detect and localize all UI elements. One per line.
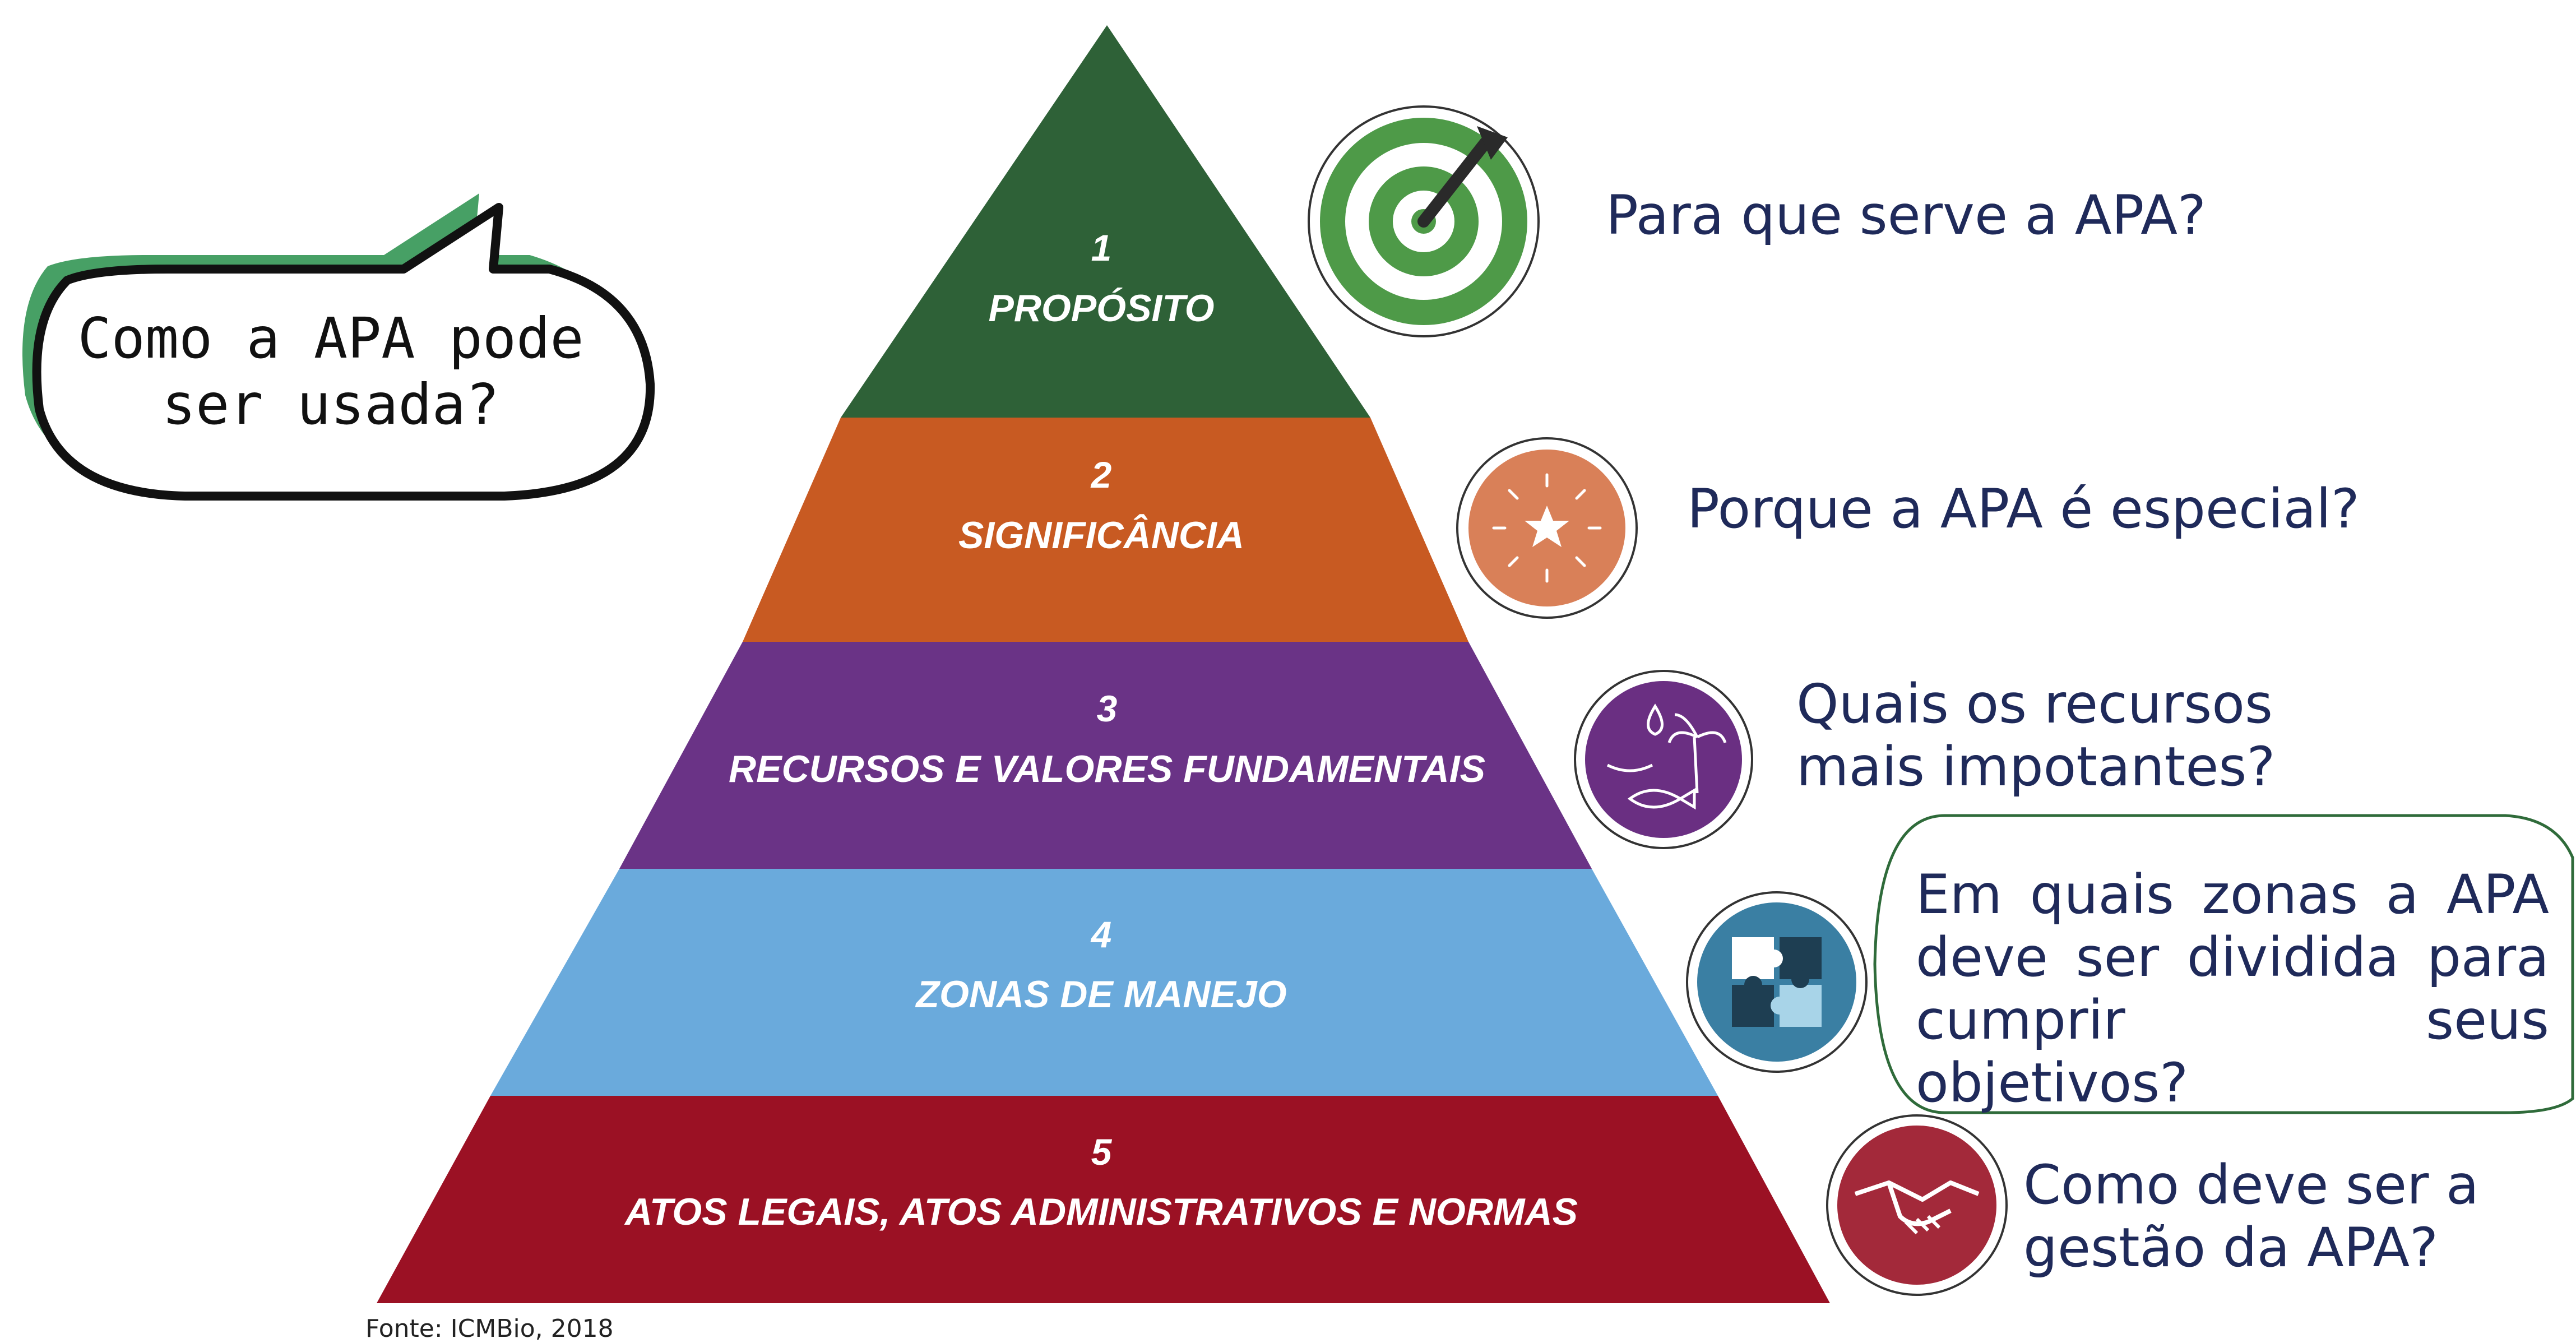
question-3: Quais os recursos mais impotantes?	[1796, 673, 2276, 798]
question-4: Em quais zonas a APA deve ser dividida p…	[1916, 863, 2549, 1114]
natural-resources-icon	[1574, 670, 1753, 849]
question-2: Porque a APA é especial?	[1687, 478, 2360, 540]
question-1: Para que serve a APA?	[1606, 184, 2206, 247]
level-3-number: 3	[1097, 688, 1118, 729]
level-5-name: ATOS LEGAIS, ATOS ADMINISTRATIVOS E NORM…	[624, 1191, 1578, 1233]
speech-bubble-text: Como a APA pode ser usada?	[77, 305, 584, 437]
level-2-name: SIGNIFICÂNCIA	[958, 513, 1244, 557]
handshake-icon	[1826, 1114, 2008, 1296]
level-3-name: RECURSOS E VALORES FUNDAMENTAIS	[729, 748, 1485, 790]
source-citation: Fonte: ICMBio, 2018	[365, 1314, 614, 1343]
target-icon	[1308, 105, 1540, 337]
question-5: Como deve ser a gestão da APA?	[2023, 1154, 2479, 1279]
pyramid-level-5	[377, 1096, 1830, 1303]
speech-bubble	[22, 193, 655, 501]
level-5-number: 5	[1091, 1131, 1113, 1173]
level-1-name: PROPÓSITO	[988, 287, 1214, 330]
pyramid-level-3	[619, 642, 1592, 869]
question-4-frame	[1873, 814, 2574, 1114]
puzzle-icon	[1686, 891, 1868, 1073]
level-4-number: 4	[1090, 914, 1112, 955]
level-4-name: ZONAS DE MANEJO	[915, 973, 1286, 1016]
pyramid-level-4	[490, 869, 1718, 1096]
pyramid-level-1	[841, 25, 1370, 418]
pyramid-level-2	[743, 418, 1468, 642]
level-1-number: 1	[1091, 227, 1112, 268]
level-2-number: 2	[1090, 454, 1112, 495]
star-burst-icon	[1456, 437, 1638, 619]
